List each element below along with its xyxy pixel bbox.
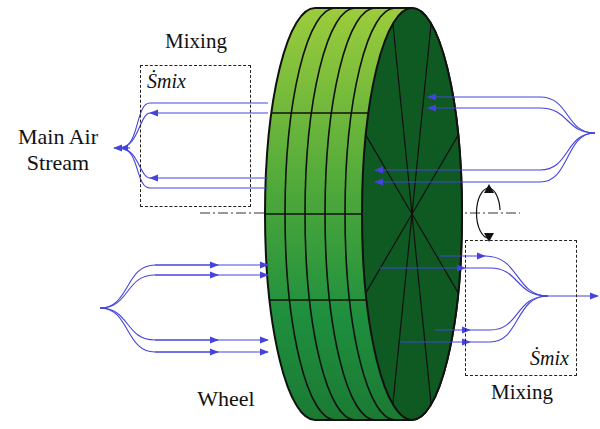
mixing-box: ṠmixMixing xyxy=(465,240,577,376)
mixing-box: MixingṠmix xyxy=(140,65,251,207)
wheel-label: Wheel xyxy=(197,386,254,412)
entropy-symbol: Ṡmix xyxy=(147,70,186,93)
mixing-label: Mixing xyxy=(491,380,553,404)
mixing-label: Mixing xyxy=(165,29,227,53)
stream-label: Main Air Stream xyxy=(2,124,114,177)
entropy-symbol: Ṡmix xyxy=(530,347,569,370)
